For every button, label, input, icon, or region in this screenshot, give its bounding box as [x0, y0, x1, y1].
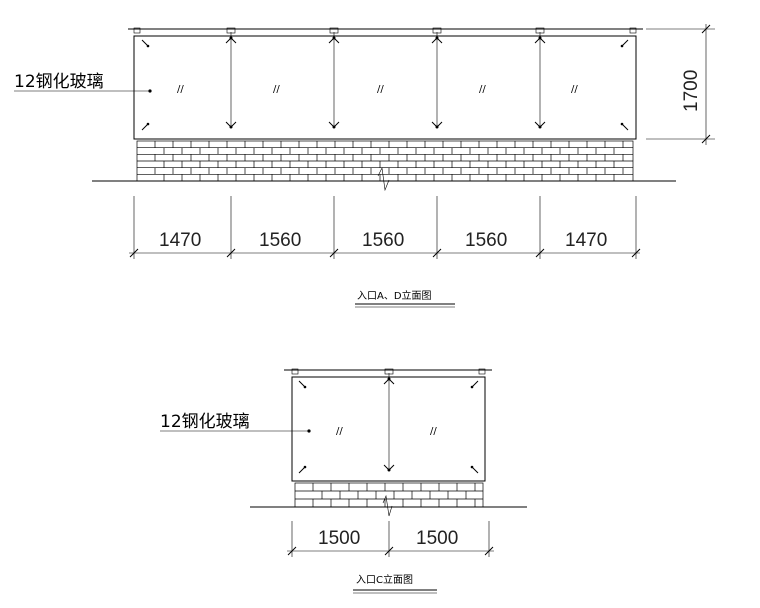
glass-mark: //: [377, 84, 384, 95]
spider-fittings: [133, 27, 637, 131]
break-mark: [377, 166, 390, 192]
width-dim-text: 1470: [565, 230, 607, 251]
leader-dot: [148, 89, 152, 93]
glass-mark: //: [273, 84, 280, 95]
width-dimension: 1470 1560 1560 1560 1470: [129, 196, 641, 259]
width-dim-text: 1500: [318, 528, 360, 549]
panel-dividers: [230, 32, 541, 127]
glass-mark: //: [336, 426, 343, 437]
glass-label: 12钢化玻璃: [14, 72, 104, 92]
glass-panel-outline: [291, 376, 486, 482]
glass-panel-outline: [133, 35, 637, 140]
width-dim-text: 1470: [159, 230, 201, 251]
width-dim-text: 1560: [259, 230, 301, 251]
elevation-ad: 12钢化玻璃 // // // // // 1700: [14, 24, 715, 308]
brick-base: [136, 140, 634, 182]
width-dim-text: 1560: [465, 230, 507, 251]
glass-label: 12钢化玻璃: [160, 412, 250, 432]
brick-base: [294, 482, 484, 508]
glass-mark: //: [479, 84, 486, 95]
glass-mark: //: [177, 84, 184, 95]
height-dimension: 1700: [646, 24, 715, 145]
height-dim-text: 1700: [681, 70, 702, 112]
caption: 入口A、D立面图: [357, 289, 432, 302]
width-dimension: 1500 1500: [287, 521, 494, 557]
caption: 入口C立面图: [356, 573, 413, 586]
elevation-c: 12钢化玻璃 // // 1500 1500 入口C立面图: [160, 368, 527, 594]
break-mark: [382, 494, 393, 517]
leader-dot: [307, 429, 311, 433]
width-dim-text: 1500: [416, 528, 458, 549]
spider-fittings: [291, 368, 486, 474]
width-dim-text: 1560: [362, 230, 404, 251]
glass-mark: //: [430, 426, 437, 437]
glass-mark: //: [571, 84, 578, 95]
